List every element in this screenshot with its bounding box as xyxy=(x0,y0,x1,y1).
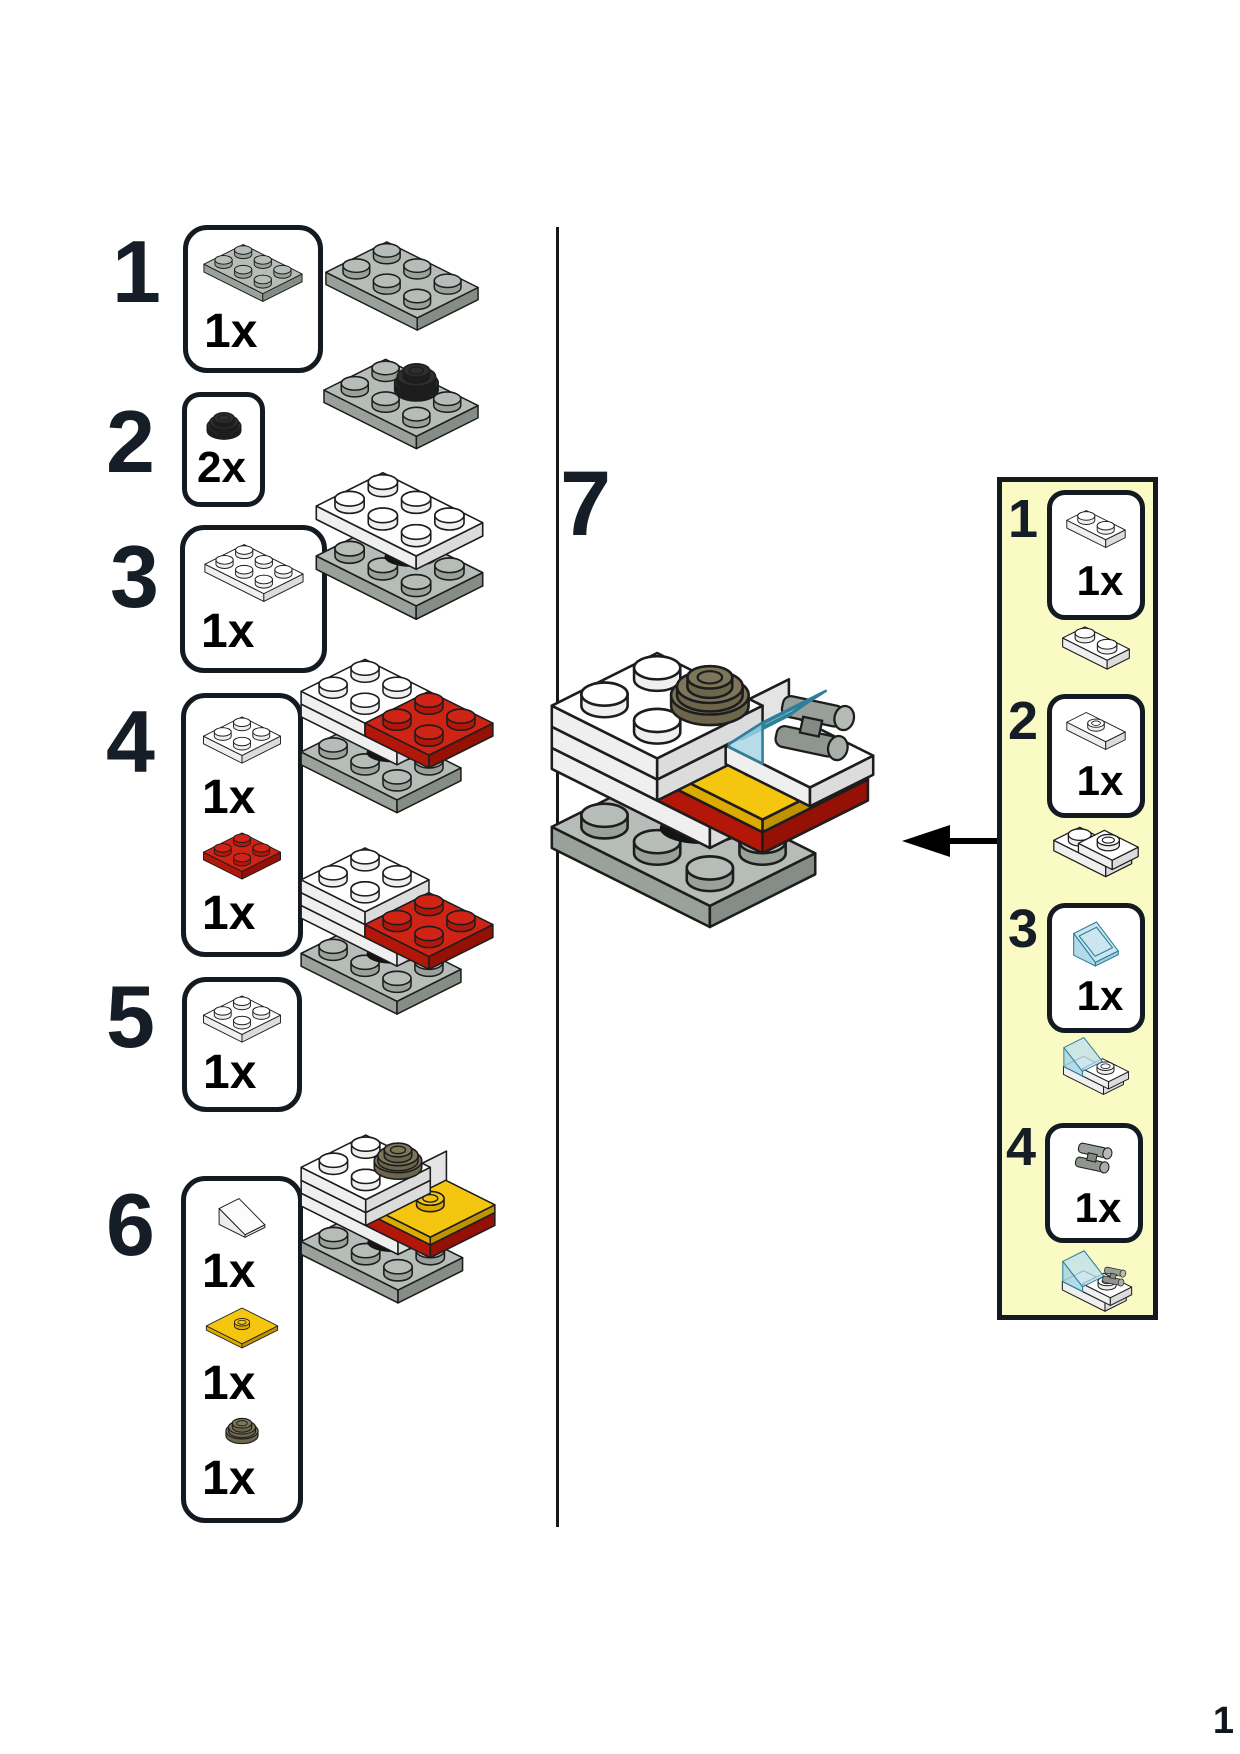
submodel-step-3-preview-image xyxy=(1062,1037,1130,1095)
step-7-assembly-image xyxy=(550,651,875,929)
submodel-step-2-parts-box: 1x xyxy=(1047,694,1145,818)
slope-1x2-white-icon xyxy=(218,1198,266,1239)
step-4-assembly-image xyxy=(300,658,494,814)
submodel-step-3-parts-box: 1x xyxy=(1047,903,1145,1033)
plate-2x3-gray-icon xyxy=(203,244,303,302)
step-3-number: 3 xyxy=(110,527,159,626)
step-6-number: 6 xyxy=(106,1175,155,1274)
submodel-step-4-parts-box: 1x xyxy=(1045,1123,1143,1243)
step-3-parts-box: 1x xyxy=(180,525,327,673)
plate-1x2-white-icon xyxy=(1066,510,1126,549)
step-5-parts-box: 1x xyxy=(182,977,302,1112)
step-1-part-count: 1x xyxy=(204,305,258,358)
step-1-number: 1 xyxy=(112,222,161,321)
step-6-parts-box: 1x 1x 1x xyxy=(181,1176,303,1523)
submodel-step-1-parts-box: 1x xyxy=(1047,490,1145,620)
submodel-step-1-number: 1 xyxy=(1008,489,1039,549)
jumper-plate-1x2-white-icon xyxy=(1066,712,1126,751)
step-6-part-2-count: 1x xyxy=(202,1357,256,1411)
submodel-step-4-count: 1x xyxy=(1074,1183,1122,1231)
step-5-assembly-image xyxy=(300,847,494,1015)
step-6-assembly-image xyxy=(300,1134,496,1304)
step-4-part-2-count: 1x xyxy=(202,887,256,940)
submodel-step-2-number: 2 xyxy=(1008,691,1039,751)
step-4-parts-box: 1x 1x xyxy=(181,693,303,957)
submodel-step-2-count: 1x xyxy=(1076,756,1124,804)
slope-1x1-trans-blue-icon xyxy=(1073,921,1119,967)
submodel-step-4-preview-image xyxy=(1061,1250,1133,1312)
step-2-number: 2 xyxy=(106,392,155,491)
tile-2x2-with-stud-yellow-icon xyxy=(205,1307,279,1349)
submodel-step-4-number: 4 xyxy=(1006,1117,1037,1177)
page-number: 1 xyxy=(1212,1700,1234,1742)
submodel-step-3-number: 3 xyxy=(1008,899,1039,959)
round-plate-1x1-olive-icon xyxy=(225,1418,259,1445)
step-1-parts-box: 1x xyxy=(183,225,323,373)
step-5-part-count: 1x xyxy=(203,1045,257,1099)
submodel-step-2-preview-image xyxy=(1053,826,1139,878)
step-7-number: 7 xyxy=(560,453,612,555)
step-6-part-3-count: 1x xyxy=(202,1451,256,1505)
submodel-panel: 1 1x 2 1x 3 1x 4 1x xyxy=(997,477,1158,1320)
step-4-number: 4 xyxy=(106,692,155,791)
step-2-part-count: 2x xyxy=(197,443,246,493)
plate-2x2-white-icon xyxy=(203,716,281,764)
plate-2x2-white-icon xyxy=(203,995,281,1043)
plate-2x3-white-icon xyxy=(203,544,304,602)
submodel-step-3-count: 1x xyxy=(1076,972,1124,1020)
step-2-parts-box: 2x xyxy=(182,392,265,507)
plate-2x2-red-icon xyxy=(203,832,281,880)
submodel-step-1-preview-image xyxy=(1062,626,1130,670)
callout-arrow-left-icon xyxy=(902,825,1000,857)
submodel-step-1-count: 1x xyxy=(1076,556,1124,604)
step-1-assembly-image xyxy=(325,241,479,331)
step-4-part-1-count: 1x xyxy=(202,771,256,824)
step-3-part-count: 1x xyxy=(201,605,255,658)
step-3-assembly-image xyxy=(315,471,484,621)
step-6-part-1-count: 1x xyxy=(202,1244,256,1298)
round-plate-1x1-black-icon xyxy=(206,411,241,440)
step-2-assembly-image xyxy=(323,358,479,450)
binoculars-gray-icon xyxy=(1074,1143,1113,1174)
section-divider-line xyxy=(556,227,559,1527)
step-5-number: 5 xyxy=(106,967,155,1066)
